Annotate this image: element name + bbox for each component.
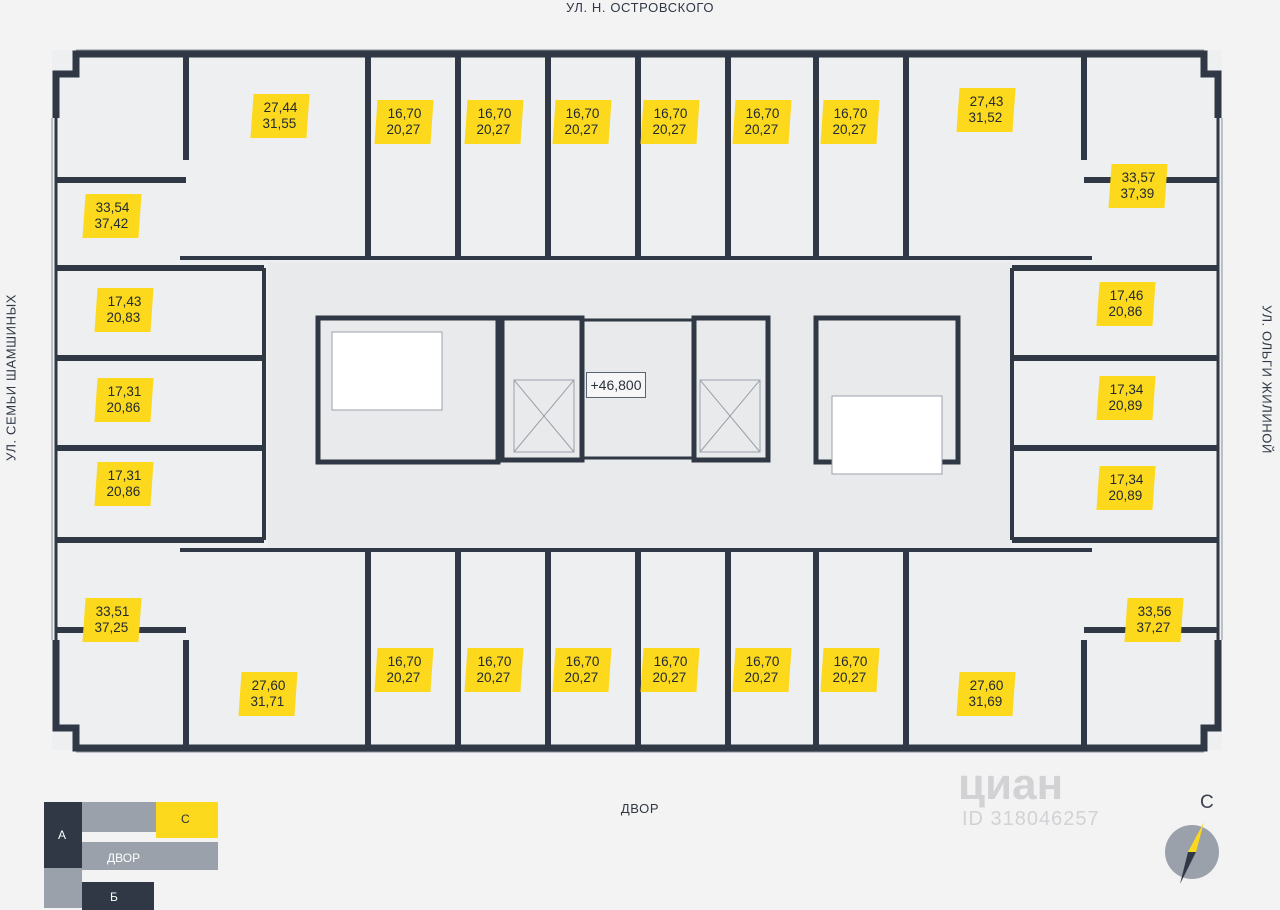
living-area: 27,60 — [969, 678, 1004, 693]
stair-flights — [331, 331, 943, 475]
total-area: 37,39 — [1120, 186, 1155, 201]
windows — [51, 49, 1223, 753]
total-area: 20,27 — [564, 670, 599, 685]
total-area: 20,27 — [386, 122, 421, 137]
key-section-a: А — [58, 828, 67, 842]
total-area: 31,69 — [968, 694, 1003, 709]
street-top: УЛ. Н. ОСТРОВСКОГО — [565, 0, 715, 15]
living-area: 17,46 — [1109, 288, 1144, 303]
total-area: 20,27 — [744, 670, 779, 685]
total-area: 20,89 — [1108, 398, 1143, 413]
living-area: 17,31 — [107, 468, 142, 483]
key-section-c: С — [181, 812, 190, 826]
living-area: 27,44 — [263, 100, 298, 115]
total-area: 31,52 — [968, 110, 1003, 125]
living-area: 16,70 — [653, 654, 688, 669]
lift-shafts — [513, 379, 761, 453]
elevation-mark: +46,800 — [586, 372, 646, 398]
street-bottom: ДВОР — [620, 801, 660, 816]
total-area: 20,89 — [1108, 488, 1143, 503]
total-area: 20,83 — [106, 310, 141, 325]
total-area: 37,25 — [94, 620, 129, 635]
living-area: 17,43 — [107, 294, 142, 309]
total-area: 31,71 — [250, 694, 285, 709]
key-plan — [44, 802, 218, 910]
total-area: 20,27 — [476, 122, 511, 137]
key-section-b: Б — [110, 890, 118, 904]
total-area: 20,27 — [652, 122, 687, 137]
compass-icon — [1165, 822, 1219, 884]
living-area: 33,57 — [1121, 170, 1156, 185]
living-area: 16,70 — [387, 106, 422, 121]
core — [315, 315, 961, 465]
key-yard: ДВОР — [107, 851, 141, 865]
total-area: 20,86 — [1108, 304, 1143, 319]
side-partitions — [56, 265, 1218, 543]
living-area: 16,70 — [833, 106, 868, 121]
living-area: 33,54 — [95, 200, 130, 215]
total-area: 37,27 — [1136, 620, 1171, 635]
living-area: 17,34 — [1109, 472, 1144, 487]
bottom-partitions — [56, 548, 1218, 748]
total-area: 37,42 — [94, 216, 129, 231]
total-area: 31,55 — [262, 116, 297, 131]
living-area: 16,70 — [387, 654, 422, 669]
living-area: 16,70 — [477, 106, 512, 121]
watermark-logo: циан — [958, 760, 1064, 809]
street-left: УЛ. СЕМЬИ ШАМШИНЫХ — [3, 294, 19, 461]
living-area: 33,56 — [1137, 604, 1172, 619]
total-area: 20,27 — [564, 122, 599, 137]
total-area: 20,27 — [386, 670, 421, 685]
living-area: 16,70 — [745, 106, 780, 121]
living-area: 16,70 — [565, 106, 600, 121]
street-right: УЛ. ОЛЬГИ ЖИЛИНОЙ — [1259, 305, 1275, 454]
total-area: 20,27 — [832, 670, 867, 685]
living-area: 27,43 — [969, 94, 1004, 109]
compass-label: С — [1200, 792, 1214, 813]
living-area: 16,70 — [653, 106, 688, 121]
living-area: 17,31 — [107, 384, 142, 399]
living-area: 16,70 — [833, 654, 868, 669]
living-area: 16,70 — [477, 654, 512, 669]
living-area: 16,70 — [745, 654, 780, 669]
living-area: 16,70 — [565, 654, 600, 669]
total-area: 20,86 — [106, 400, 141, 415]
living-area: 17,34 — [1109, 382, 1144, 397]
total-area: 20,27 — [744, 122, 779, 137]
total-area: 20,27 — [652, 670, 687, 685]
living-area: 33,51 — [95, 604, 130, 619]
total-area: 20,27 — [476, 670, 511, 685]
total-area: 20,86 — [106, 484, 141, 499]
watermark-id: ID 318046257 — [962, 808, 1100, 830]
total-area: 20,27 — [832, 122, 867, 137]
living-area: 27,60 — [251, 678, 286, 693]
